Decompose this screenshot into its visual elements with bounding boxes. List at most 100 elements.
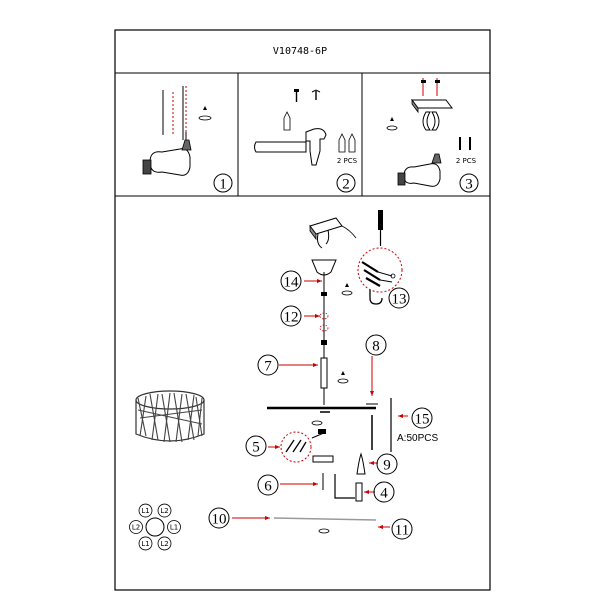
step-3-number-circle xyxy=(459,173,479,193)
exploded-assembly: 13 14 12 7 8 xyxy=(208,210,438,540)
bulb-position-label-6: L2 xyxy=(132,524,140,532)
step-2-number: 2 xyxy=(342,177,350,193)
ceiling-bracket-icon xyxy=(309,217,357,249)
callout-6-circle xyxy=(257,474,279,496)
callout-7-number: 7 xyxy=(264,359,272,375)
rod-screw-icon xyxy=(345,283,349,287)
mounting-bracket-icon xyxy=(411,98,453,131)
callout-4-number: 4 xyxy=(380,486,388,502)
candle-cup-4 xyxy=(355,482,363,502)
lower-rod-10 xyxy=(273,517,377,521)
callout-9-circle xyxy=(376,453,398,475)
callout-12-number: 12 xyxy=(284,310,299,326)
callout-14-circle xyxy=(280,270,302,292)
bulb-position-4 xyxy=(157,536,172,551)
bulb-position-3 xyxy=(167,520,181,534)
finished-chandelier-icon xyxy=(135,390,205,443)
callout-4-circle xyxy=(373,481,395,503)
electric-drill-icon xyxy=(142,132,192,176)
bulb-position-label-2: L2 xyxy=(160,507,168,515)
callout-11-number: 11 xyxy=(395,523,409,539)
bulb-icon xyxy=(356,452,366,475)
callout-8-number: 8 xyxy=(372,339,380,355)
callout-10-number: 10 xyxy=(212,512,227,528)
bulb-position-6 xyxy=(129,520,143,534)
cup-part-6 xyxy=(312,455,334,463)
arrow-8-head xyxy=(370,391,374,396)
step-2-number-circle xyxy=(336,173,356,193)
callout-13-circle xyxy=(388,287,410,309)
bulb-position-label-4: L2 xyxy=(160,540,168,548)
step-1-number-circle xyxy=(213,173,233,193)
step-3-number: 3 xyxy=(465,177,473,193)
screwdriver-icon xyxy=(378,210,383,246)
step-2-panel: 2 PCS 2 xyxy=(254,89,358,193)
bulb-position-1 xyxy=(138,503,153,518)
wiring-detail-circle xyxy=(357,247,403,293)
callout-7-circle xyxy=(257,354,279,376)
layout-center-circle xyxy=(145,517,165,537)
ring-part-12 xyxy=(319,312,329,320)
crystal-quantity: A:50PCS xyxy=(397,433,438,444)
screw-tip-icon xyxy=(390,117,394,121)
bulb-position-5 xyxy=(138,536,153,551)
step-2-quantity: 2 PCS xyxy=(337,157,358,165)
arrow-5-head xyxy=(275,445,280,449)
model-title: V10748-6P xyxy=(273,46,327,57)
canopy-icon xyxy=(311,259,337,276)
ceiling-hole-icon xyxy=(198,115,212,121)
screw-icon xyxy=(294,89,299,102)
callout-11-circle xyxy=(391,518,413,540)
callout-14-number: 14 xyxy=(284,275,300,291)
rod-coupler xyxy=(321,340,327,345)
step-1-panel: 1 xyxy=(142,86,233,193)
screws-pair-icon xyxy=(459,137,471,150)
drill-bit-icon xyxy=(203,106,207,110)
hammer-icon xyxy=(254,128,327,166)
callout-6-number: 6 xyxy=(264,479,272,495)
arrow-6-head xyxy=(313,482,318,486)
screw-icon-2 xyxy=(311,89,321,100)
connector-block xyxy=(318,429,326,434)
bulb-position-label-5: L1 xyxy=(141,540,149,548)
callout-13-number: 13 xyxy=(392,292,407,308)
arrow-14-head xyxy=(317,279,322,283)
ring-part-12b xyxy=(319,324,329,332)
callout-8-circle xyxy=(365,334,387,356)
arrow-4-head xyxy=(364,490,369,494)
bulb-position-2 xyxy=(157,503,172,518)
rod-hole-icon xyxy=(341,290,353,296)
rod-nut xyxy=(321,292,327,296)
callout-5-number: 5 xyxy=(252,440,260,456)
arrow-9-head xyxy=(369,461,374,465)
wire-connector-wires xyxy=(285,439,307,453)
finial-hole-icon xyxy=(318,528,330,534)
step-3-panel: 2 PCS 3 xyxy=(386,78,479,193)
step-3-quantity: 2 PCS xyxy=(456,157,477,165)
rod-segment-7 xyxy=(320,357,328,389)
arrow-11-head xyxy=(378,525,383,529)
screw-head-icon-2 xyxy=(435,80,440,83)
callout-10-circle xyxy=(208,507,230,529)
callout-15-circle xyxy=(411,407,433,429)
segment-hole-icon xyxy=(337,378,349,384)
arrow-7-head xyxy=(313,363,318,367)
screwdriver-drill-icon xyxy=(397,153,442,187)
arrow-15-head xyxy=(398,414,403,418)
step-1-number: 1 xyxy=(219,177,227,193)
arm-part-4 xyxy=(334,474,355,499)
bulb-position-label-1: L1 xyxy=(141,507,149,515)
callout-15-number: 15 xyxy=(415,412,430,428)
callout-12-circle xyxy=(280,305,302,327)
ceiling-hole-icon xyxy=(386,125,398,131)
segment-screw-icon xyxy=(341,371,345,375)
screw-head-icon xyxy=(421,80,426,83)
hook-icon xyxy=(369,290,383,305)
wall-plug-icon xyxy=(283,111,291,131)
bulb-position-label-3: L1 xyxy=(170,524,178,532)
arrow-10-head xyxy=(265,516,270,520)
page-frame xyxy=(114,29,491,591)
anchor-pair-icon xyxy=(338,133,356,153)
